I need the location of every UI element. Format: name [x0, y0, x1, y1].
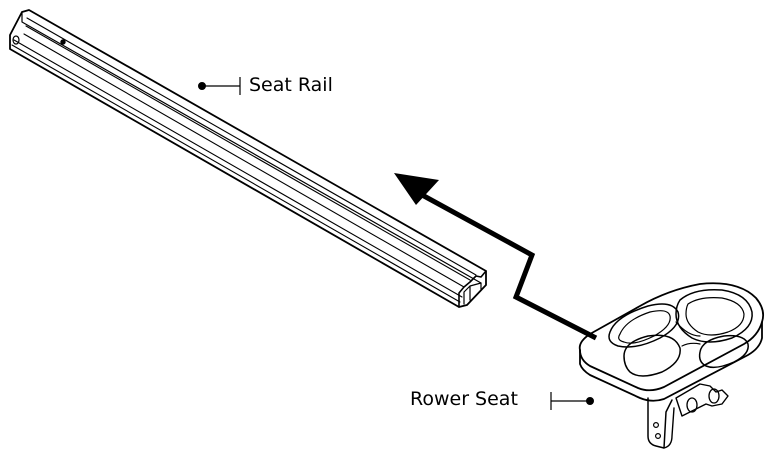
seat-rail-lower-edge-2	[11, 44, 461, 303]
seat-rail-lower-edge-1	[13, 39, 463, 298]
rower-seat-bracket-hole-2	[654, 433, 661, 440]
rower-seat-leader	[550, 392, 594, 410]
rower-seat-right-cushion-inner	[685, 297, 745, 336]
rower-seat-top	[578, 282, 765, 392]
rower-seat	[578, 282, 765, 449]
rower-seat-roller-2	[708, 388, 720, 404]
rower-seat-left-cushion	[608, 303, 680, 348]
rower-seat-base-side	[579, 321, 763, 402]
rower-seat-bracket-hole-1	[652, 422, 659, 429]
seat-rail-channel-edge-1	[26, 17, 477, 276]
rower-seat-right-cushion	[675, 288, 753, 343]
rower-seat-leader-dot	[586, 397, 594, 405]
seat-rail	[9, 9, 487, 308]
seat-rail-channel-edge-3	[23, 33, 465, 288]
rower-seat-front-right-cushion	[698, 334, 749, 369]
rower-seat-roller-1	[686, 397, 698, 413]
rower-seat-left-cushion-inner	[618, 310, 671, 344]
rower-seat-bracket	[647, 397, 673, 449]
seat-rail-upper-edge	[21, 11, 482, 284]
rower-seat-front-left-cushion	[623, 334, 681, 377]
rower-seat-bracket-2	[663, 407, 675, 449]
seat-rail-end-profile	[458, 270, 487, 308]
rower-seat-rollers	[675, 383, 729, 417]
seat-rail-leader	[198, 77, 241, 95]
seat-rail-hole-1	[12, 35, 20, 45]
seat-rail-channel-edge-2	[25, 25, 471, 281]
seat-rail-hole-2	[60, 39, 66, 45]
assembly-arrow	[394, 173, 598, 341]
rower-seat-label: Rower Seat	[410, 388, 518, 410]
seat-rail-end-inner	[463, 282, 482, 305]
rower-seat-center-ridge	[675, 321, 701, 347]
seat-rail-outline	[9, 9, 487, 308]
assembly-arrow-shaft	[411, 187, 598, 341]
assembly-arrow-head	[394, 173, 439, 205]
seat-rail-label: Seat Rail	[249, 74, 333, 96]
